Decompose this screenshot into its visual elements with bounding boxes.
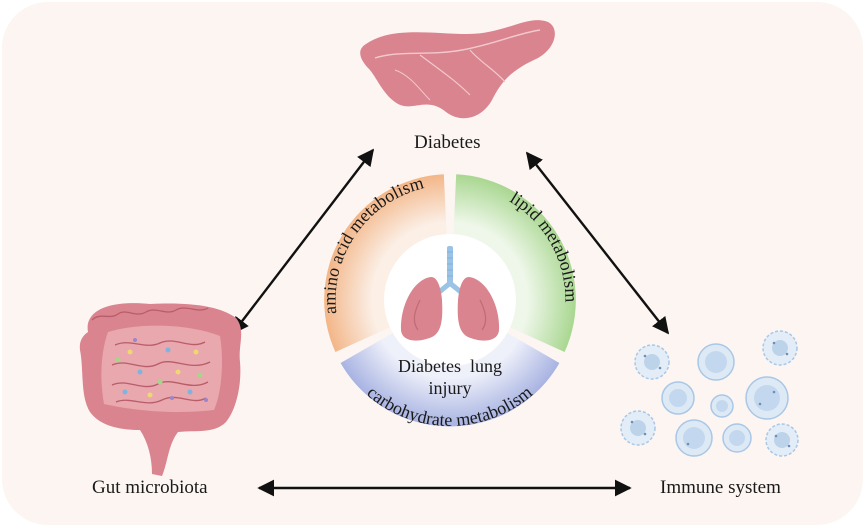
pancreas-icon	[360, 20, 555, 119]
label-diabetes: Diabetes	[414, 132, 481, 153]
lungs-icon	[400, 246, 500, 341]
ring-segment-amino-acid	[324, 174, 447, 352]
connection-arrows	[231, 148, 670, 497]
arrow-gut-diabetes	[231, 148, 375, 335]
arrow-diabetes-immune	[525, 151, 670, 335]
ring-segment-carbohydrate	[340, 333, 560, 427]
label-gut-microbiota: Gut microbiota	[92, 477, 208, 498]
immune-cells-icon	[620, 330, 799, 457]
center-label-line2: injury	[428, 378, 472, 398]
intestine-icon	[79, 303, 242, 476]
center-label-line1: Diabetes lung	[398, 356, 502, 376]
ring-segment-lipid	[453, 174, 576, 352]
label-immune-system: Immune system	[660, 477, 781, 498]
